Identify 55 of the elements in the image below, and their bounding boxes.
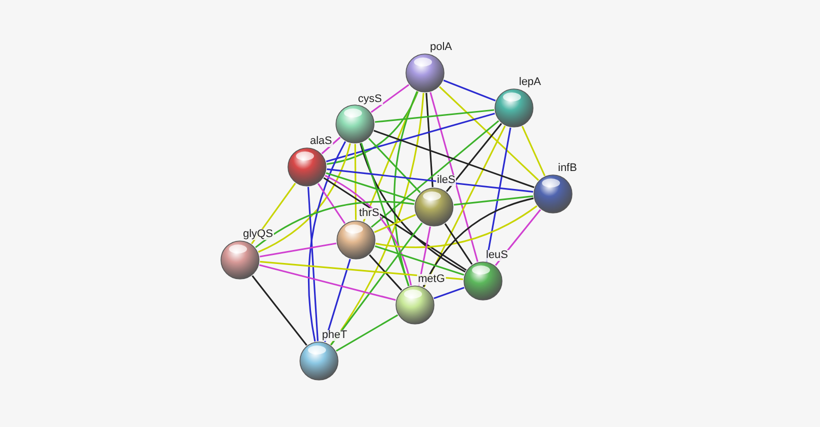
interaction-line xyxy=(444,223,473,265)
interaction-line xyxy=(324,258,351,342)
interaction-line xyxy=(308,141,346,342)
interaction-line xyxy=(326,91,418,165)
interaction-line xyxy=(430,92,478,262)
interaction-line xyxy=(368,254,402,291)
interaction-line xyxy=(307,186,319,342)
interaction-line xyxy=(370,84,410,113)
interaction-line xyxy=(374,130,534,188)
node-label: polA xyxy=(429,42,454,53)
interaction-line xyxy=(374,214,416,233)
interaction-line xyxy=(330,222,423,346)
interaction-line xyxy=(446,123,502,192)
node-label: metG xyxy=(417,274,446,285)
interaction-line xyxy=(370,120,500,228)
interaction-line xyxy=(486,128,512,262)
interaction-line xyxy=(438,86,540,181)
interaction-line xyxy=(326,112,495,162)
interaction-line xyxy=(336,314,398,352)
interaction-line xyxy=(258,143,351,253)
interaction-line xyxy=(362,91,418,222)
interaction-line xyxy=(324,174,412,286)
node-label: ileS xyxy=(436,175,456,186)
interaction-line xyxy=(360,142,410,286)
interaction-line xyxy=(255,200,414,248)
interaction-line xyxy=(423,126,506,288)
interaction-line xyxy=(321,136,341,154)
interaction-line xyxy=(368,138,421,194)
interaction-line xyxy=(360,143,466,273)
node-label: lepA xyxy=(518,77,542,88)
interaction-line xyxy=(422,198,534,288)
node-label: infB xyxy=(557,163,578,174)
interaction-line xyxy=(522,126,546,176)
node-label: leuS xyxy=(485,250,510,261)
interaction-line xyxy=(426,92,434,188)
interaction-line xyxy=(252,275,308,346)
interaction-line xyxy=(317,183,346,224)
interaction-line xyxy=(354,144,357,220)
interaction-line xyxy=(326,172,416,202)
interaction-line xyxy=(374,245,464,276)
interaction-line xyxy=(260,242,336,258)
interaction-line xyxy=(443,80,496,102)
node-label: alaS xyxy=(309,136,334,147)
interaction-line xyxy=(330,92,424,346)
node-label: glyQS xyxy=(242,229,274,240)
interaction-line xyxy=(434,286,464,300)
node-label: pheT xyxy=(321,330,348,341)
interaction-line xyxy=(326,168,534,193)
interaction-line xyxy=(454,195,534,206)
interaction-line xyxy=(323,177,467,271)
interaction-line xyxy=(376,205,538,248)
node-label: thrS xyxy=(358,208,380,219)
interaction-line xyxy=(374,109,494,123)
interaction-line xyxy=(259,264,396,301)
node-label: cysS xyxy=(357,94,383,105)
